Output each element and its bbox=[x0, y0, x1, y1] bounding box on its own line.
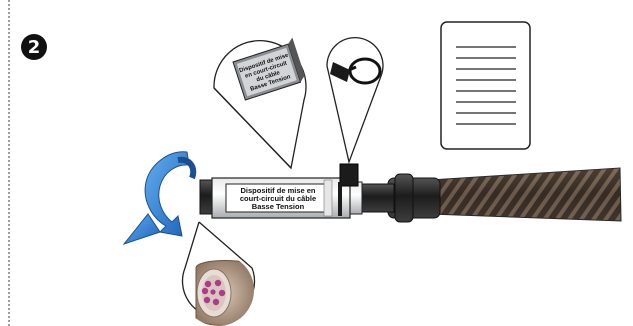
braided-cable bbox=[430, 168, 621, 221]
document-icon bbox=[441, 22, 530, 149]
label-card-callout: Dispositif de mise en court-circuit du c… bbox=[214, 37, 306, 168]
tag-callout bbox=[327, 38, 383, 162]
cable-end-callout bbox=[183, 222, 257, 326]
cable-shorting-device: Dispositif de mise en court-circuit du c… bbox=[200, 164, 358, 218]
rotate-arrow-icon bbox=[124, 152, 193, 244]
cable-end-view bbox=[196, 261, 256, 326]
strain-relief-sleeve bbox=[346, 174, 440, 222]
device-label-line-3: Basse Tension bbox=[252, 202, 305, 211]
